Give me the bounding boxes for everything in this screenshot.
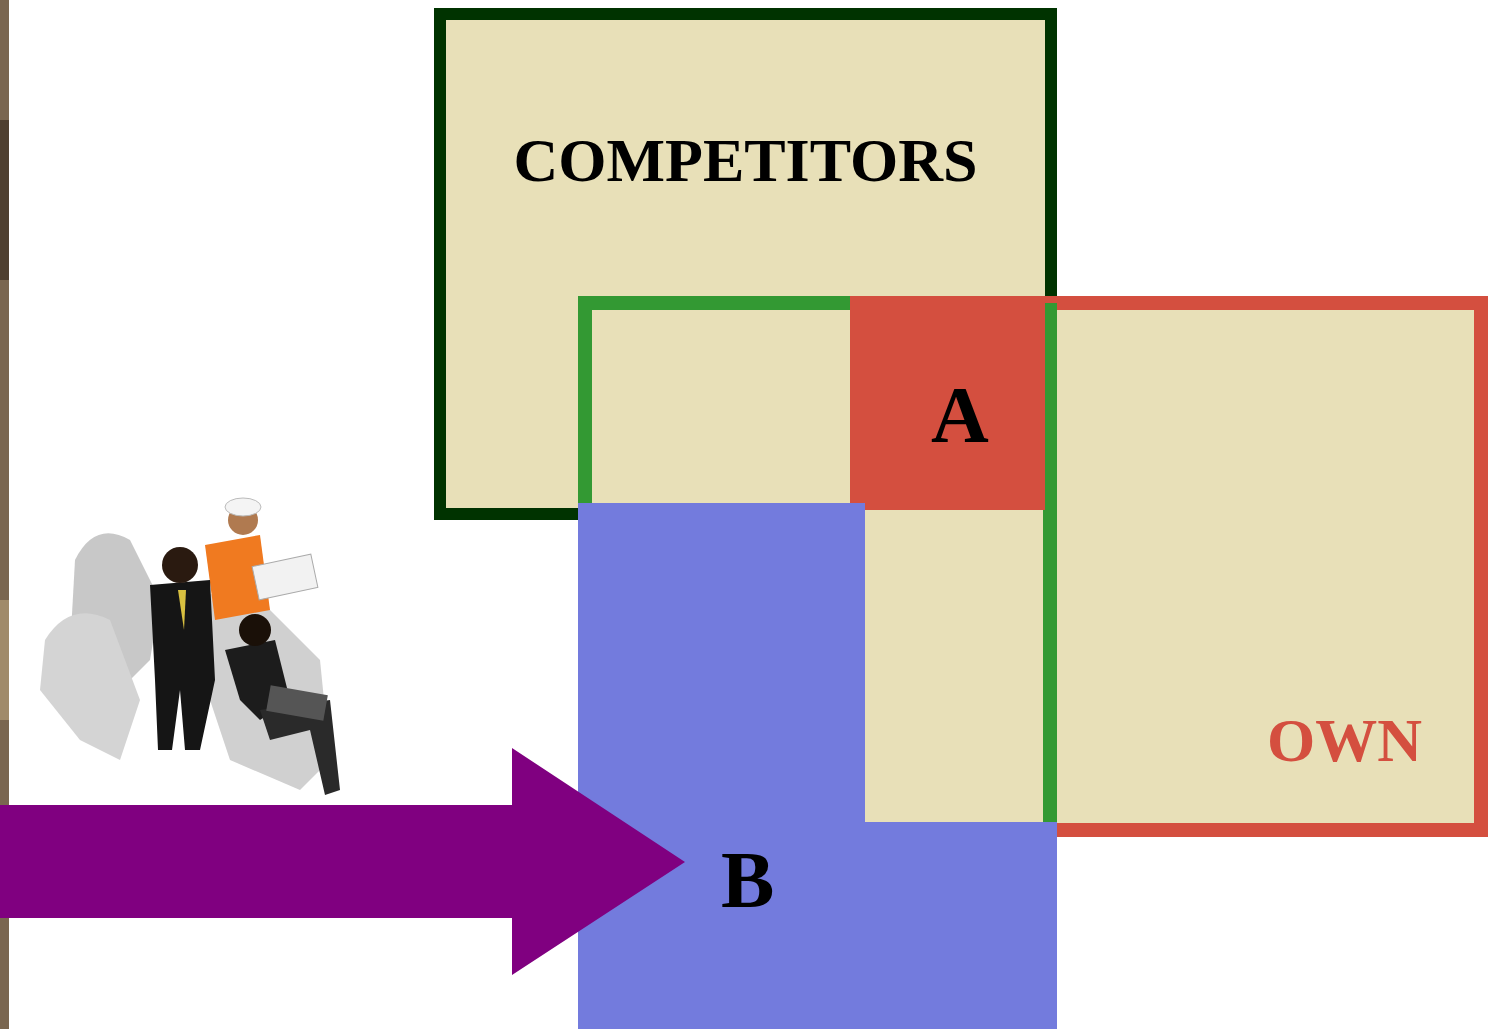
- woman-laptop: [266, 685, 328, 721]
- photo-strip: [0, 600, 9, 720]
- target-fill: [578, 503, 1057, 1029]
- node-label: OWN: [1267, 706, 1422, 774]
- people-illustration: [40, 498, 340, 795]
- overlap-border: [585, 296, 850, 310]
- node-label: A: [931, 371, 989, 459]
- figure-shadow: [40, 613, 140, 760]
- entry-arrow: [0, 748, 685, 975]
- target-shape: [578, 503, 1057, 1029]
- overlap-border: [578, 296, 592, 505]
- node-label: B: [721, 836, 774, 924]
- man-tie: [178, 590, 186, 630]
- photo-strip: [0, 120, 9, 280]
- overlap-border: [1043, 303, 1057, 822]
- worker-plan: [252, 554, 318, 600]
- man-suit: [150, 580, 215, 750]
- target-area: B: [578, 503, 1057, 1029]
- node-label: COMPETITORS: [446, 126, 1045, 194]
- woman-head: [239, 614, 271, 646]
- worker-helmet: [225, 498, 261, 516]
- man-head: [162, 547, 198, 583]
- overlap-box: A: [850, 296, 1045, 510]
